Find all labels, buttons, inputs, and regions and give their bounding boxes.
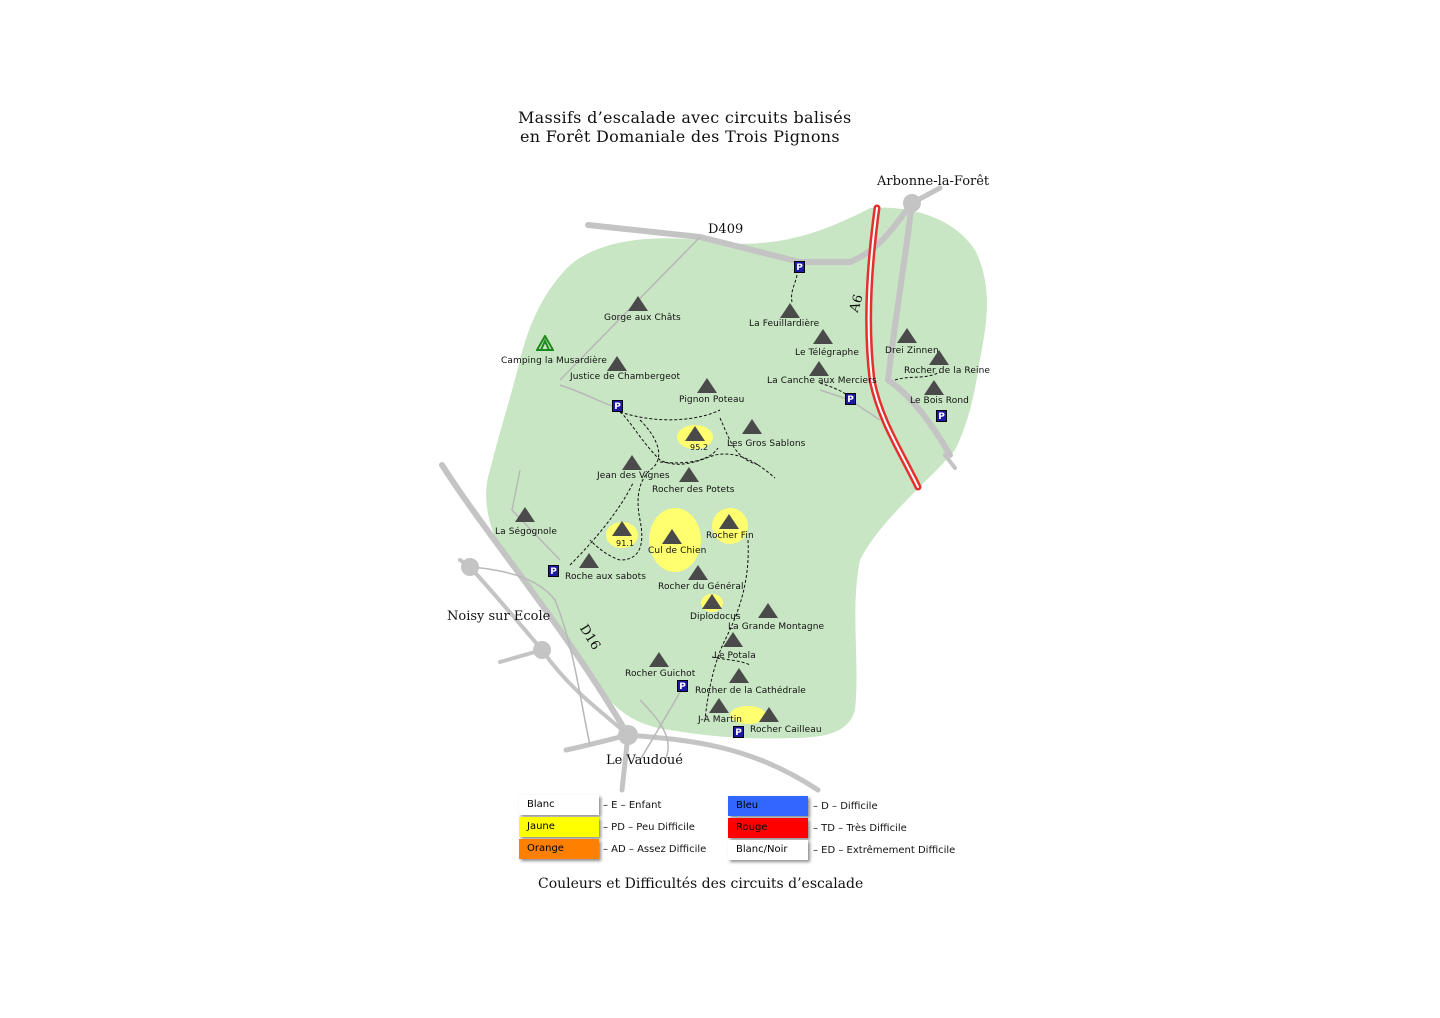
road-d16: [439, 462, 631, 738]
mountain-icon: [607, 356, 627, 371]
site-gorge-chats: Gorge aux Châts: [604, 313, 681, 323]
mountain-icon: [688, 565, 708, 580]
legend-swatch-rouge: Rouge: [728, 818, 808, 838]
map-title-line1: Massifs d’escalade avec circuits balisés: [518, 108, 852, 127]
site-feuillardiere: La Feuillardière: [749, 319, 820, 329]
site-rocher-reine: Rocher de la Reine: [904, 366, 991, 376]
site-sabots: Roche aux sabots: [565, 572, 647, 582]
site-cailleau: Rocher Cailleau: [750, 725, 822, 735]
legend-grade-pd: – PD – Peu Difficile: [603, 822, 695, 833]
legend-swatch-blanc: Blanc: [519, 795, 599, 815]
site-telegraphe: Le Télégraphe: [795, 348, 859, 358]
site-cul-chien: Cul de Chien: [648, 546, 707, 556]
mountain-icon: [929, 350, 949, 365]
mountain-icon: [702, 594, 722, 609]
site-grande-montagne: La Grande Montagne: [728, 622, 825, 632]
mountain-icon: [612, 521, 632, 536]
mountain-icon: [685, 426, 705, 441]
site-potets: Rocher des Potets: [652, 485, 735, 495]
town-noisy: Noisy sur Ecole: [447, 609, 551, 624]
parking-sabots: P: [548, 565, 559, 577]
site-cathedrale: Rocher de la Cathédrale: [695, 686, 806, 696]
legend-caption: Couleurs et Difficultés des circuits d’e…: [538, 876, 864, 892]
town-marker-noisy-1: [461, 558, 479, 576]
road-vaudoue-e: [625, 732, 821, 793]
mountain-icon: [729, 668, 749, 683]
site-jean-vignes: Jean des Vignes: [597, 471, 670, 481]
site-canche: La Canche aux Merciers: [767, 376, 877, 386]
map-title-line2: en Forêt Domaniale des Trois Pignons: [520, 127, 840, 146]
site-rocher-fin: Rocher Fin: [706, 531, 754, 541]
highlight-ja-martin: [730, 706, 766, 724]
site-bois-rond: Le Bois Rond: [910, 396, 969, 406]
legend-grade-e: – E – Enfant: [603, 800, 662, 811]
label-camping: Camping la Musardière: [501, 356, 608, 366]
forest-area: [486, 207, 987, 739]
mountain-icon: [628, 296, 648, 311]
town-marker-arbonne: [903, 194, 921, 212]
mountain-icon: [924, 380, 944, 395]
town-vaudoue: Le Vaudoué: [606, 753, 683, 768]
site-segognole: La Ségognole: [495, 527, 558, 537]
legend-grade-d: – D – Difficile: [813, 801, 878, 812]
mountain-icon: [579, 553, 599, 568]
town-arbonne: Arbonne-la-Forêt: [877, 174, 990, 189]
mountain-icon: [697, 378, 717, 393]
legend-swatch-bleu: Bleu: [728, 796, 808, 816]
site-general: Rocher du Général: [658, 582, 744, 592]
mountain-icon: [758, 603, 778, 618]
mountain-icon: [723, 632, 743, 647]
legend-grade-ed: – ED – Extrêmement Difficile: [813, 845, 956, 856]
mountain-icon: [622, 455, 642, 470]
parking-feuillardiere: P: [794, 261, 805, 273]
site-91-1: 91.1: [616, 539, 635, 548]
legend-swatch-jaune: Jaune: [519, 817, 599, 837]
site-ja-martin: J-A Martin: [698, 715, 743, 725]
parking-bois-rond: P: [936, 410, 947, 422]
mountain-icon: [662, 529, 682, 544]
mountain-icon: [809, 361, 829, 376]
road-d409: [585, 200, 915, 265]
site-95-2: 95.2: [690, 443, 709, 452]
parking-guichot: P: [677, 680, 688, 692]
parking-canche: P: [845, 393, 856, 405]
mountain-icon: [515, 507, 535, 522]
site-guichot: Rocher Guichot: [625, 669, 696, 679]
parking-justice: P: [612, 400, 623, 412]
mountain-icon: [742, 419, 762, 434]
mountain-icon: [813, 329, 833, 344]
site-diplodocus: Diplodocus: [690, 612, 741, 622]
site-potala: Le Potala: [714, 651, 756, 661]
mountain-icon: [649, 652, 669, 667]
legend-grade-ad: – AD – Assez Difficile: [603, 844, 707, 855]
road-label-d409: D409: [708, 222, 744, 237]
road-bois-rond: [943, 453, 957, 470]
mountain-icon: [709, 698, 729, 713]
town-marker-vaudoue: [618, 725, 638, 745]
mountain-icon: [759, 707, 779, 722]
legend-swatch-orange: Orange: [519, 839, 599, 859]
mountain-icon: [780, 303, 800, 318]
site-gros-sablons: Les Gros Sablons: [727, 439, 806, 449]
mountain-icon: [897, 328, 917, 343]
mountain-icon: [719, 514, 739, 529]
road-arbonne-south: [885, 200, 953, 458]
site-justice: Justice de Chambergeot: [570, 372, 681, 382]
legend-grade-td: – TD – Très Difficile: [813, 823, 907, 834]
legend-swatch-blanc-noir: Blanc/Noir: [728, 840, 808, 860]
town-marker-noisy-2: [533, 641, 551, 659]
camping-icon: [536, 335, 554, 351]
parking-cailleau: P: [733, 726, 744, 738]
site-drei-zinnen: Drei Zinnen: [885, 346, 939, 356]
mountain-icon: [679, 467, 699, 482]
site-pignon-poteau: Pignon Poteau: [679, 395, 745, 405]
